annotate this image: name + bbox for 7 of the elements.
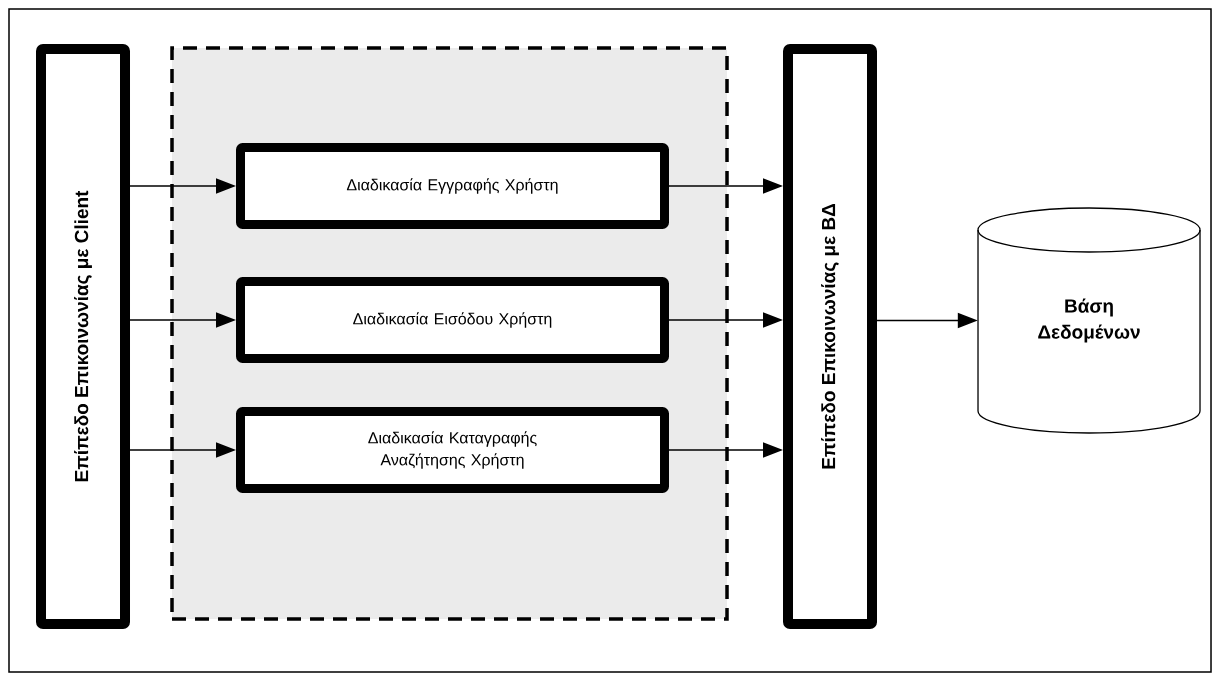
node-label: Βάση Δεδομένων bbox=[1038, 298, 1140, 343]
layer-bar: Επίπεδο Επικοινωνίας με ΒΔ bbox=[783, 44, 877, 629]
database-cylinder: Βάση Δεδομένων bbox=[977, 207, 1201, 434]
process-box: Διαδικασία Καταγραφής Αναζήτησης Χρήστη bbox=[236, 407, 669, 493]
process-box: Διαδικασία Εγγραφής Χρήστη bbox=[236, 143, 669, 229]
layer-bar: Επίπεδο Επικοινωνίας με Client bbox=[36, 44, 130, 629]
process-box: Διαδικασία Εισόδου Χρήστη bbox=[236, 277, 669, 363]
